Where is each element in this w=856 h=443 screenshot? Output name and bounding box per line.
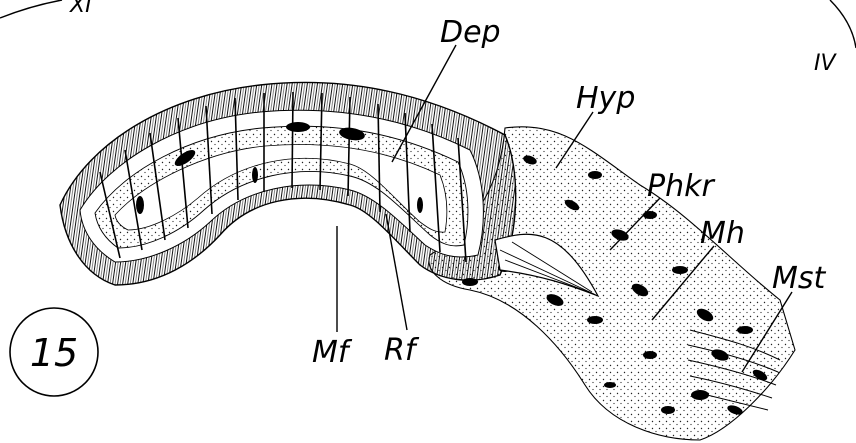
corner-label-right: IV [814, 51, 837, 76]
label-mf: Mf [312, 335, 353, 370]
corner-arc-left [0, 0, 62, 18]
label-hyp: Hyp [576, 81, 635, 116]
label-mst: Mst [772, 261, 827, 296]
label-mh: Mh [700, 216, 745, 251]
label-rf: Rf [384, 333, 420, 368]
figure-number: 15 [30, 331, 78, 375]
corner-label-left: XI [69, 0, 92, 18]
label-phkr: Phkr [647, 169, 715, 204]
label-dep: Dep [440, 15, 501, 50]
corner-arc-right [830, 0, 856, 48]
